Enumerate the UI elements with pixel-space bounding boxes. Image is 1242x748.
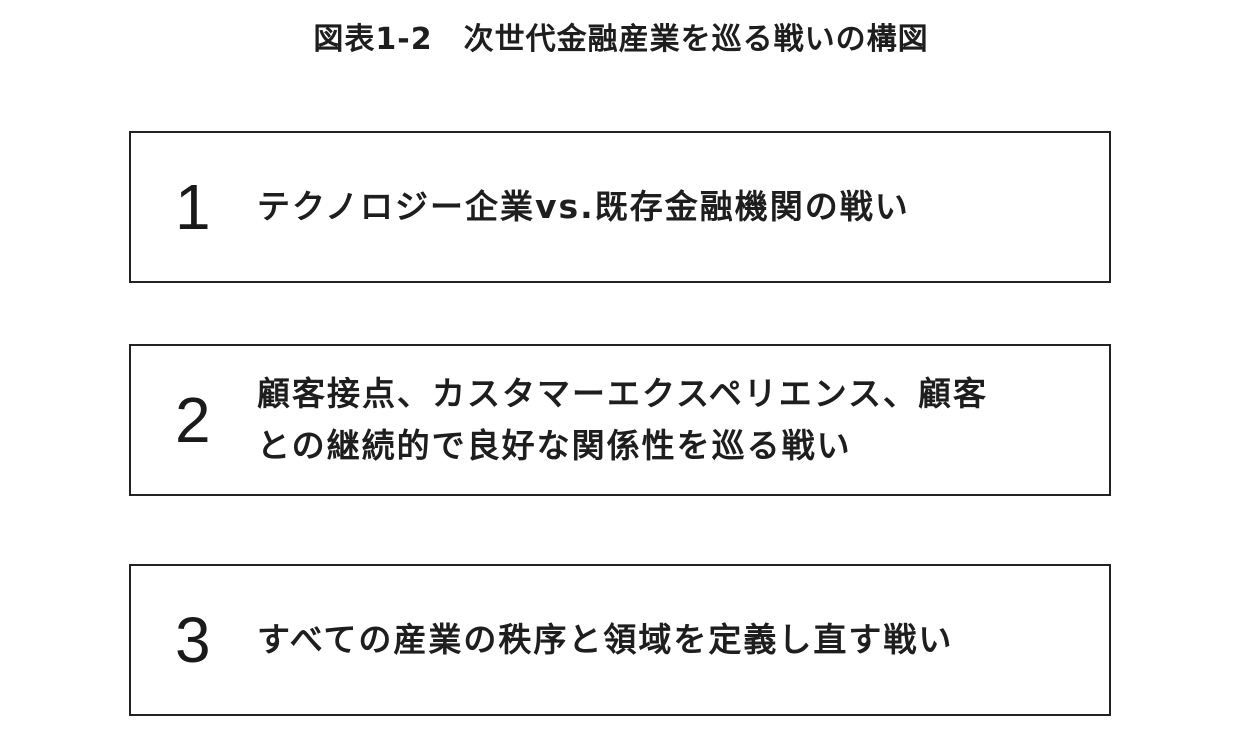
item-number: 2 bbox=[175, 384, 211, 456]
item-number: 1 bbox=[175, 171, 211, 243]
item-text: テクノロジー企業vs.既存金融機関の戦い bbox=[257, 133, 1069, 281]
battle-box-3: 3 すべての産業の秩序と領域を定義し直す戦い bbox=[129, 564, 1111, 716]
item-text-line: テクノロジー企業vs.既存金融機関の戦い bbox=[257, 187, 910, 226]
item-text-line: 顧客接点、カスタマーエクスペリエンス、顧客 bbox=[257, 374, 989, 413]
item-text-line: との継続的で良好な関係性を巡る戦い bbox=[257, 426, 852, 465]
battle-box-1: 1 テクノロジー企業vs.既存金融機関の戦い bbox=[129, 131, 1111, 283]
item-text: すべての産業の秩序と領域を定義し直す戦い bbox=[257, 566, 1069, 714]
item-text: 顧客接点、カスタマーエクスペリエンス、顧客 との継続的で良好な関係性を巡る戦い bbox=[257, 346, 1069, 494]
item-text-line: すべての産業の秩序と領域を定義し直す戦い bbox=[257, 620, 954, 659]
figure-title: 図表1-2 次世代金融産業を巡る戦いの構図 bbox=[313, 22, 929, 57]
battle-box-2: 2 顧客接点、カスタマーエクスペリエンス、顧客 との継続的で良好な関係性を巡る戦… bbox=[129, 344, 1111, 496]
item-number: 3 bbox=[175, 604, 211, 676]
